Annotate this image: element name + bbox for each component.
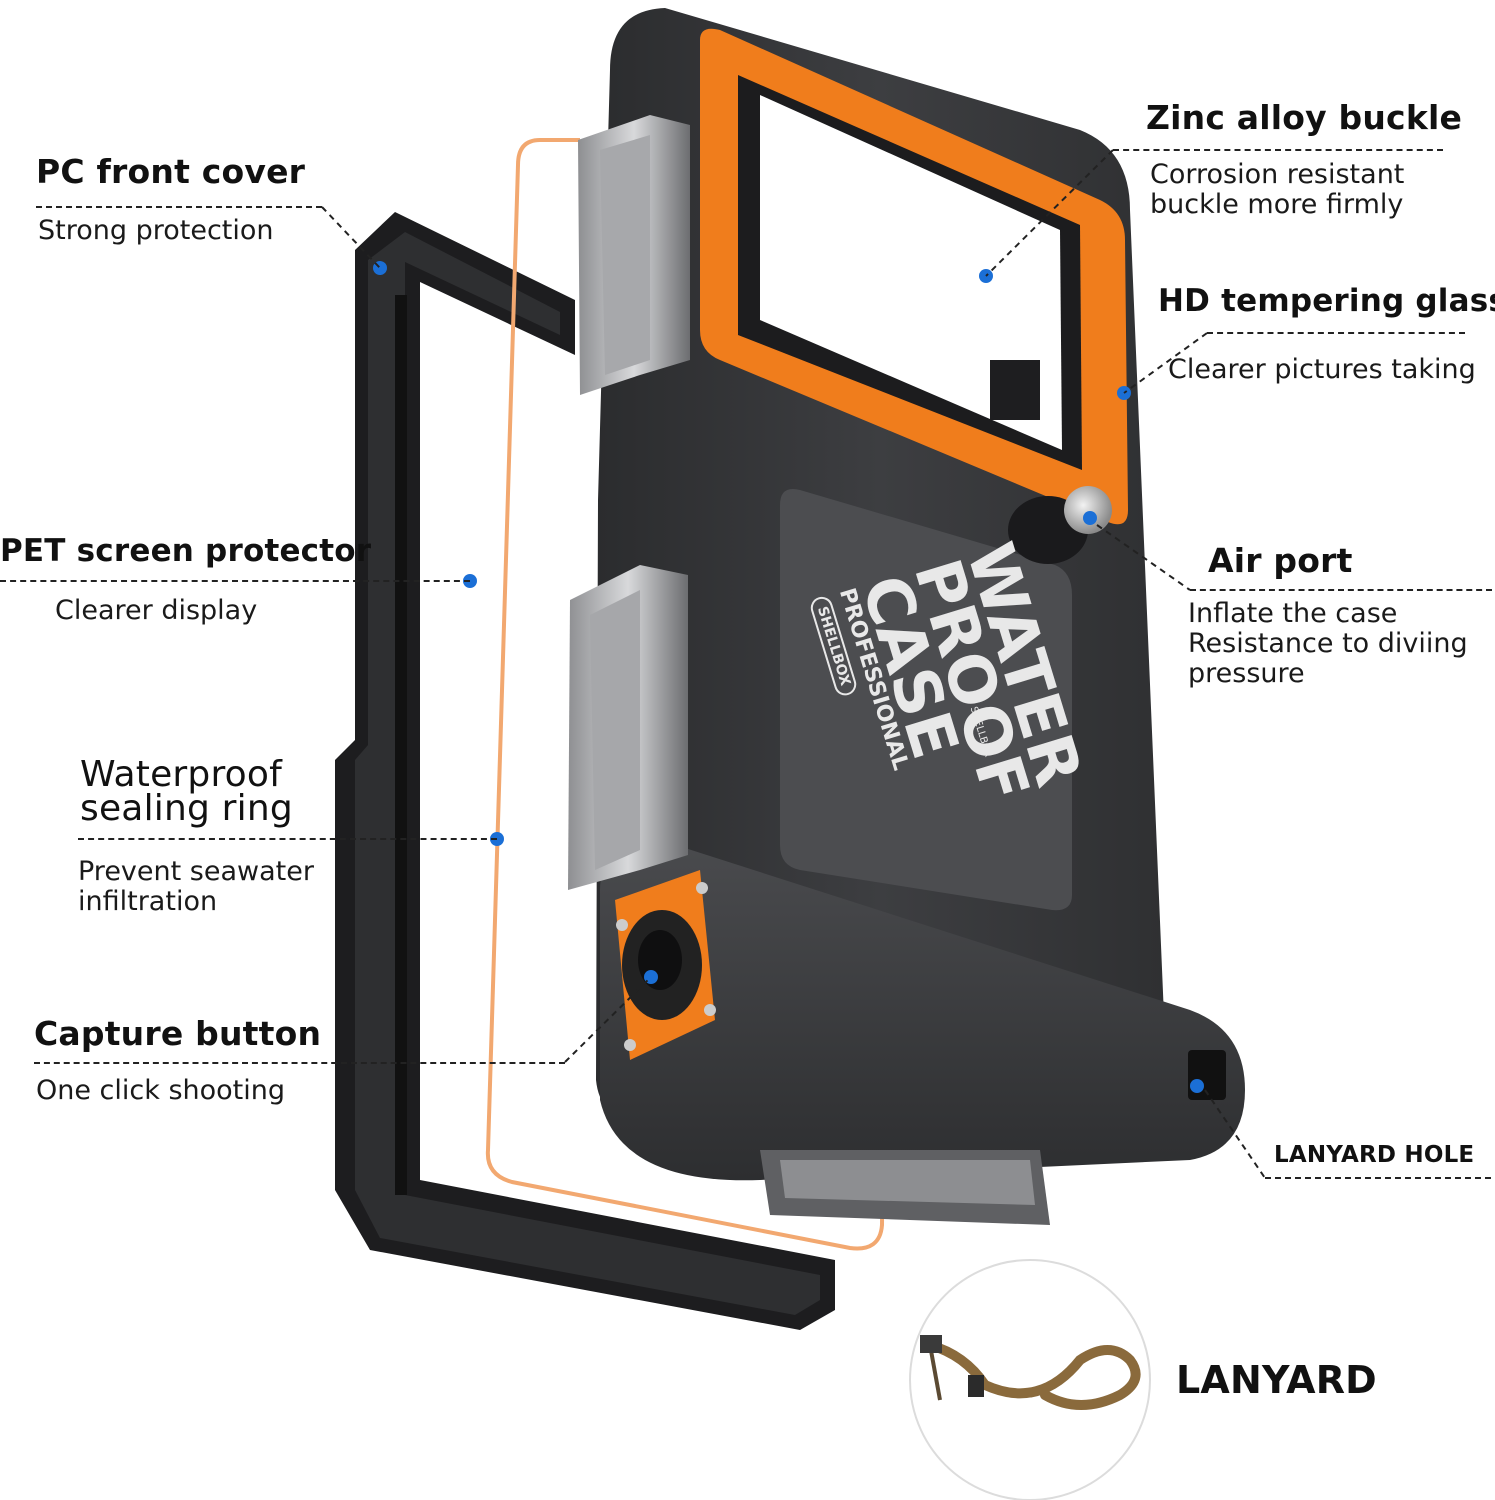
zinc-alloy-buckle-desc-2: buckle more firmly — [1150, 189, 1404, 220]
marker-pet-protector — [463, 574, 477, 588]
sealing-ring-desc-2: infiltration — [78, 886, 218, 917]
pet-screen-protector-desc: Clearer display — [55, 595, 258, 626]
marker-sealing-ring — [490, 832, 504, 846]
lanyard-title: LANYARD — [1176, 1358, 1377, 1402]
marker-lanyard-hole — [1190, 1079, 1204, 1093]
pc-front-cover-desc: Strong protection — [38, 215, 274, 246]
hd-tempering-glass-desc: Clearer pictures taking — [1168, 354, 1476, 385]
camera-window-frame — [700, 28, 1128, 525]
hd-tempering-glass-title: HD tempering glass — [1158, 283, 1495, 319]
zinc-alloy-buckle-desc-1: Corrosion resistant — [1150, 159, 1405, 190]
capture-button-desc: One click shooting — [36, 1075, 286, 1106]
air-port-desc-1: Inflate the case — [1188, 598, 1398, 629]
air-port-knob — [1008, 486, 1112, 564]
lanyard-illustration — [909, 1259, 1151, 1500]
capture-button-title: Capture button — [34, 1014, 322, 1053]
zinc-buckles — [568, 115, 690, 890]
pc-front-cover-frame — [335, 212, 835, 1330]
zinc-alloy-buckle-rule — [1113, 149, 1443, 151]
print-panel — [780, 489, 1072, 911]
capture-button-rule — [34, 1062, 565, 1064]
sealing-ring-title-2: sealing ring — [80, 788, 293, 829]
capture-button-assembly — [615, 870, 716, 1060]
pet-screen-protector-rule — [0, 580, 470, 582]
hd-tempering-glass-rule — [1207, 332, 1465, 334]
sealing-ring-rule — [78, 838, 497, 840]
air-port-desc-2: Resistance to diviing — [1188, 628, 1468, 659]
pc-front-cover-rule — [36, 206, 322, 208]
lanyard-hole-title: LANYARD HOLE — [1274, 1142, 1475, 1168]
marker-dots — [373, 261, 1204, 1093]
marker-air-port — [1083, 511, 1097, 525]
air-port-desc-3: pressure — [1188, 658, 1305, 689]
leader-lines — [321, 149, 1266, 1179]
lanyard-hole-rule — [1265, 1177, 1491, 1179]
pet-screen-protector-title: PET screen protector — [0, 533, 372, 569]
pc-front-cover-title: PC front cover — [36, 152, 306, 191]
zinc-alloy-buckle-title: Zinc alloy buckle — [1146, 98, 1463, 137]
air-port-title: Air port — [1208, 541, 1353, 580]
sealing-ring-desc-1: Prevent seawater — [78, 856, 314, 887]
air-port-rule — [1190, 589, 1492, 591]
sealing-ring-title-1: Waterproof — [80, 754, 283, 795]
